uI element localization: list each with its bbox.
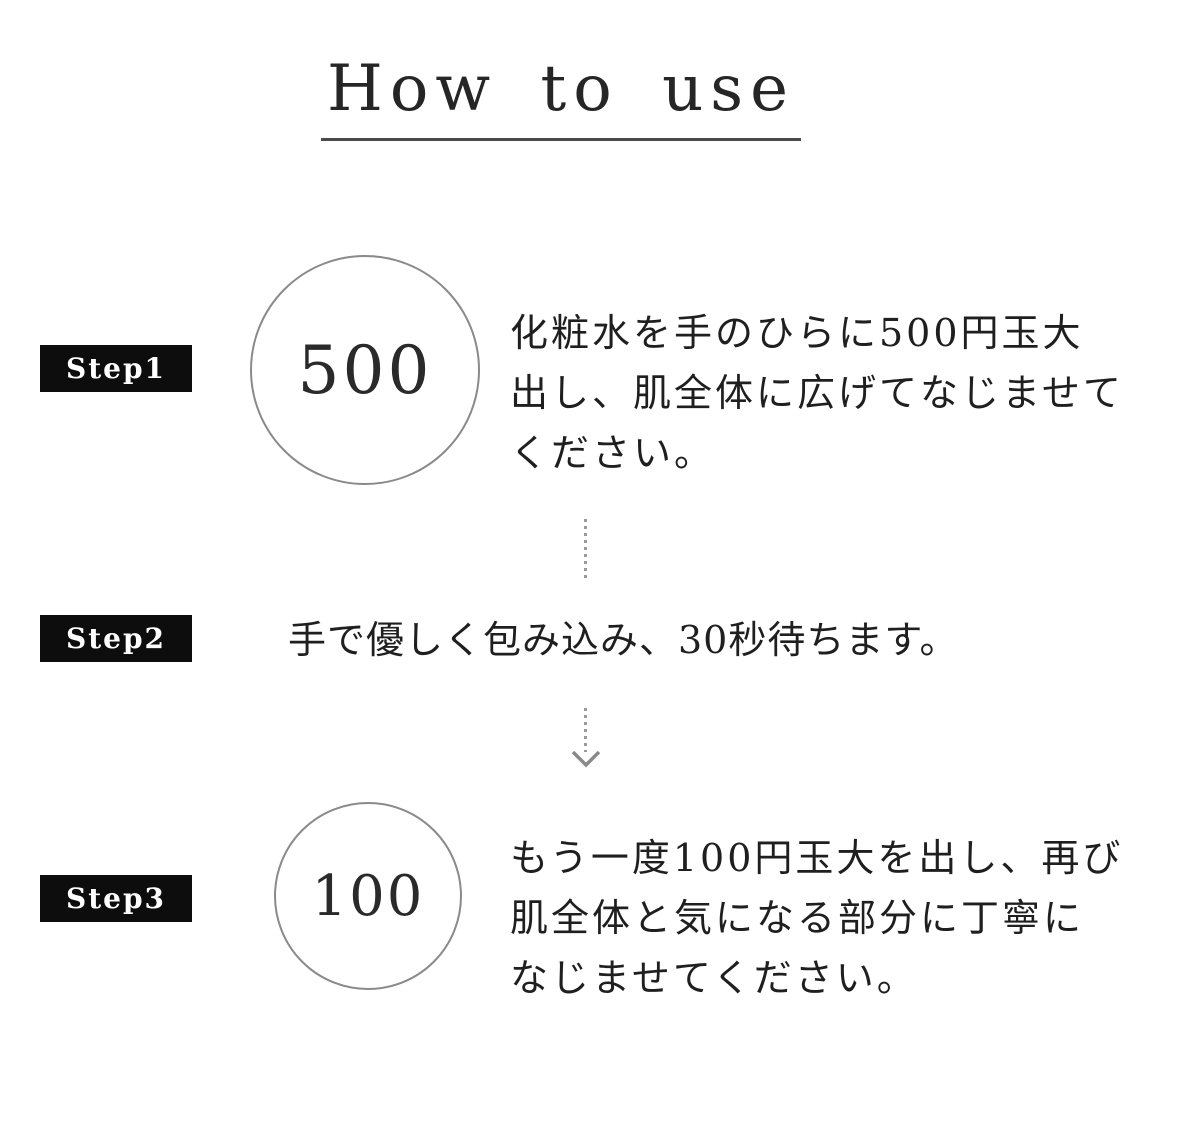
coin-100-value: 100 xyxy=(311,863,425,929)
step3-description: もう一度100円玉大を出し、再び 肌全体と気になる部分に丁寧に なじませてくださ… xyxy=(510,828,1123,1008)
page-title-wrap: How to use xyxy=(321,55,801,142)
step1-badge: Step1 xyxy=(40,345,192,392)
step3-line-3: なじませてください。 xyxy=(510,956,918,1000)
dotted-arrow-line-icon xyxy=(584,708,587,752)
step2-badge-label: Step2 xyxy=(65,622,167,655)
coin-500-value: 500 xyxy=(297,331,433,409)
step2-badge: Step2 xyxy=(40,615,192,662)
step1-line-3: ください。 xyxy=(510,431,716,475)
step1-line-2: 出し、肌全体に広げてなじませて xyxy=(510,371,1124,415)
page-title: How to use xyxy=(321,55,801,142)
coin-500-circle: 500 xyxy=(250,255,480,485)
step1-badge-label: Step1 xyxy=(65,352,167,385)
step3-badge-label: Step3 xyxy=(65,882,167,915)
step1-description: 化粧水を手のひらに500円玉大 出し、肌全体に広げてなじませて ください。 xyxy=(510,303,1124,483)
arrow-down-icon xyxy=(571,750,601,768)
step2-description: 手で優しく包み込み、30秒待ちます。 xyxy=(288,618,959,662)
step3-line-1: もう一度100円玉大を出し、再び xyxy=(510,836,1124,880)
step3-line-2: 肌全体と気になる部分に丁寧に xyxy=(510,896,1085,940)
dotted-connector-icon xyxy=(584,519,587,581)
coin-100-circle: 100 xyxy=(274,802,462,990)
step1-line-1: 化粧水を手のひらに500円玉大 xyxy=(510,311,1084,355)
step3-badge: Step3 xyxy=(40,875,192,922)
